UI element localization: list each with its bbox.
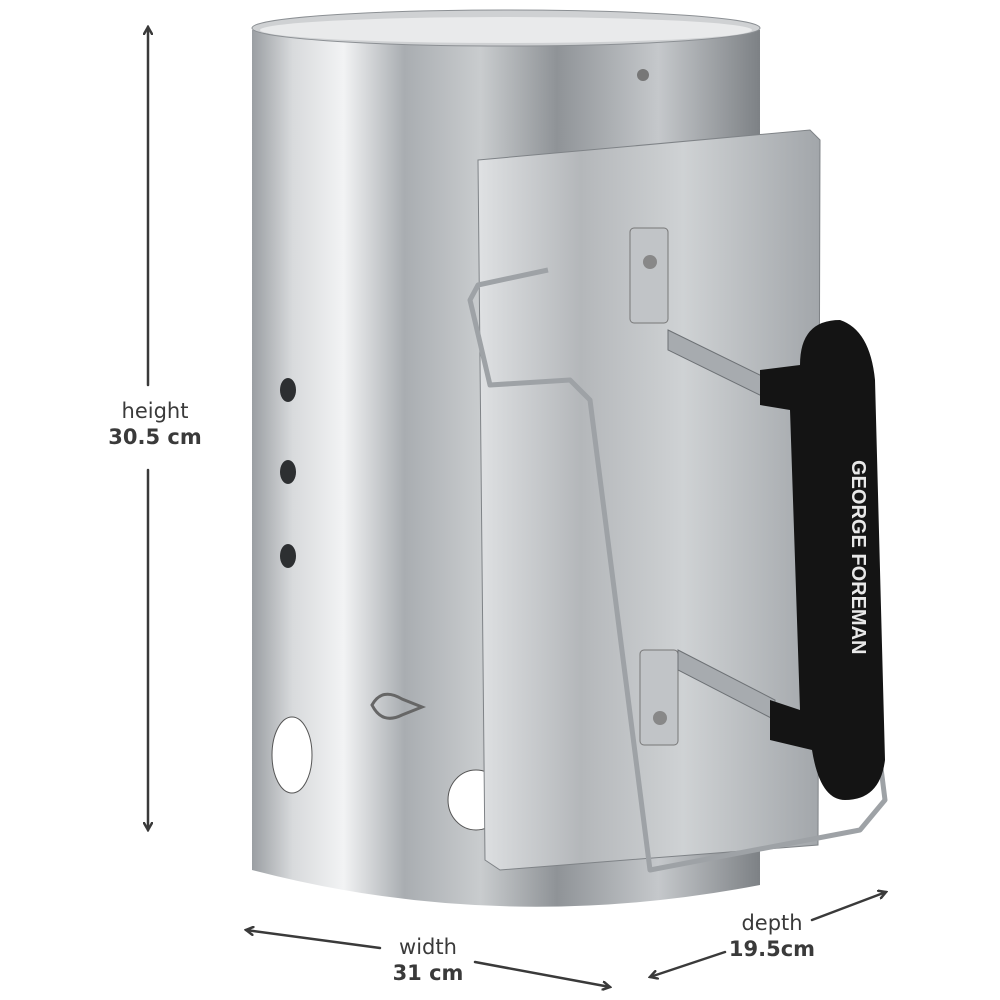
width-label: width 31 cm: [393, 934, 464, 986]
height-value: 30.5 cm: [108, 425, 202, 449]
depth-label: depth 19.5cm: [729, 910, 815, 962]
height-label-text: height: [121, 399, 189, 423]
dimension-arrows: [148, 27, 886, 987]
depth-arrow-left: [650, 950, 727, 977]
depth-arrow-right: [810, 892, 886, 922]
brand-logo: GEORGE FOREMAN: [847, 460, 869, 654]
width-arrow-left: [246, 930, 382, 950]
width-label-text: width: [399, 935, 457, 959]
depth-value: 19.5cm: [728, 937, 816, 961]
wire-handle: [467, 267, 888, 873]
handle-bracket-plate: [477, 129, 821, 871]
black-handle: GEORGE FOREMAN: [760, 320, 885, 800]
width-value: 31 cm: [392, 961, 464, 985]
depth-label-text: depth: [741, 911, 803, 935]
height-label: height 30.5 cm: [108, 398, 201, 450]
width-arrow-right: [473, 960, 610, 987]
